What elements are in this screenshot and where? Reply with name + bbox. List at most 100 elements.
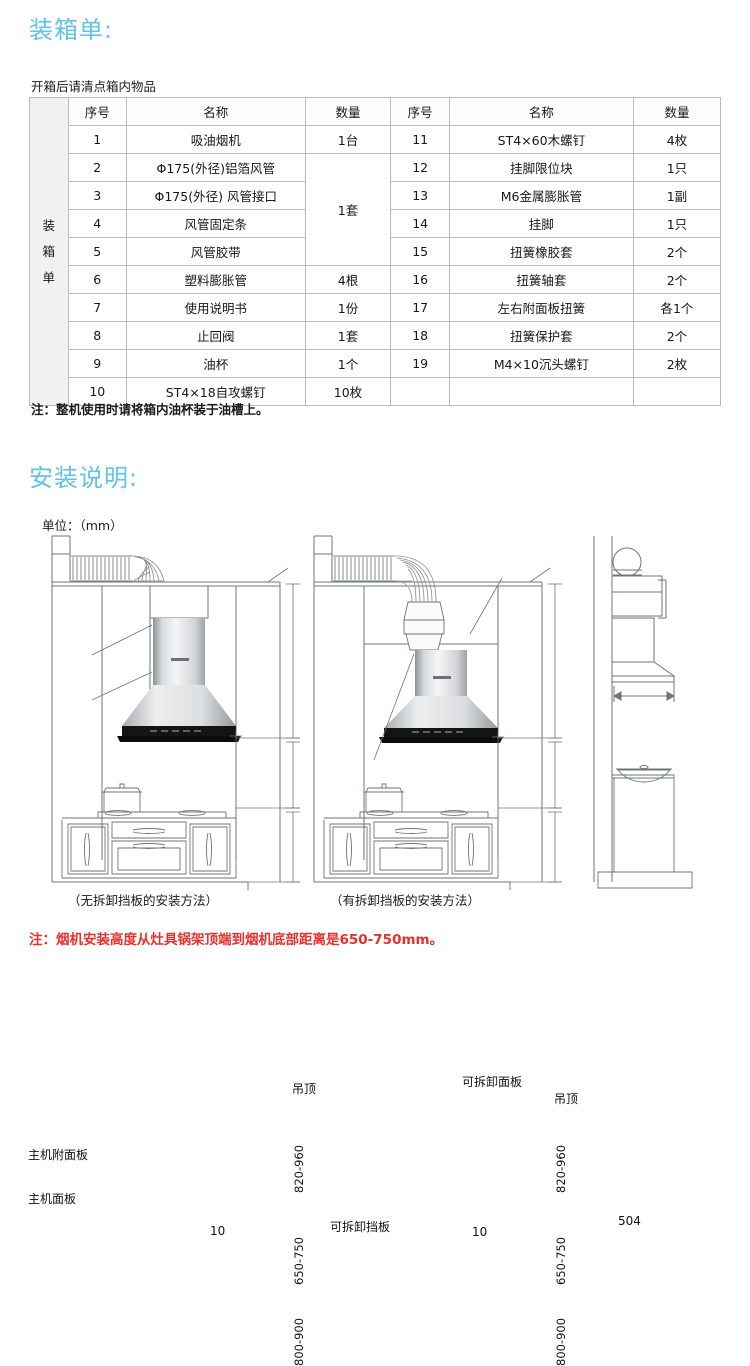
cell-name-2: M4×10沉头螺钉 — [448, 349, 634, 378]
cell-no-2: 14 — [390, 209, 450, 238]
packing-note-prefix: 注： — [31, 402, 57, 417]
dim-top-mid: 820-960 — [554, 1144, 568, 1193]
cell-name: 风管胶带 — [125, 237, 306, 266]
dim-mid-left: 650-750 — [292, 1236, 306, 1285]
diagram-with-removable-baffle — [313, 535, 562, 890]
cell-qty: 10枚 — [304, 377, 392, 406]
cell-qty: 4根 — [304, 265, 392, 294]
cell-no: 10 — [67, 377, 127, 406]
cell-qty-2: 各1个 — [632, 293, 722, 322]
cell-no-2 — [390, 377, 450, 406]
cell-name-2: 挂脚 — [448, 209, 634, 238]
cell-qty: 1个 — [304, 349, 392, 378]
cell-name: Φ175(外径) 风管接口 — [125, 181, 306, 210]
cell-no-2: 11 — [390, 125, 450, 154]
side-caption-char-2: 单 — [42, 269, 56, 285]
packing-note-body: 整机使用时请将箱内油杯装于油槽上。 — [56, 402, 269, 417]
cell-qty: 1台 — [304, 125, 392, 154]
page-title-install-guide: 安装说明: — [29, 464, 139, 492]
label-side-panel-left: 主机附面板 — [28, 1148, 89, 1162]
cell-qty-2 — [632, 377, 722, 406]
packing-note: 注：整机使用时请将箱内油杯装于油槽上。 — [31, 399, 269, 418]
cell-qty: 1套 — [304, 321, 392, 350]
cell-no-2: 15 — [390, 237, 450, 266]
label-main-panel-left: 主机面板 — [28, 1192, 77, 1206]
cell-no: 4 — [67, 209, 127, 238]
cell-no-2: 17 — [390, 293, 450, 322]
cell-no-2: 18 — [390, 321, 450, 350]
cell-no-2: 19 — [390, 349, 450, 378]
caption-diagram-left: （无拆卸挡板的安装方法） — [68, 893, 219, 908]
cell-qty-2: 2个 — [632, 237, 722, 266]
cell-name-2: 扭簧橡胶套 — [448, 237, 634, 266]
label-removable-panel-mid: 可拆卸面板 — [462, 1075, 523, 1089]
cell-qty-merged: 1套 — [304, 153, 392, 266]
cell-name: 油杯 — [125, 349, 306, 378]
side-caption-char-1: 箱 — [42, 243, 56, 259]
cell-no: 6 — [67, 265, 127, 294]
cell-no-2: 13 — [390, 181, 450, 210]
unit-label: 单位：（mm） — [42, 518, 123, 533]
cell-name: Φ175(外径)铝箔风管 — [125, 153, 306, 182]
cell-name: 吸油烟机 — [125, 125, 306, 154]
packing-hint: 开箱后请清点箱内物品 — [31, 79, 157, 94]
col-header-no: 序号 — [67, 97, 127, 126]
cell-name-2: 挂脚限位块 — [448, 153, 634, 182]
cell-qty: 1份 — [304, 293, 392, 322]
cell-qty-2: 1只 — [632, 153, 722, 182]
cell-qty-2: 1副 — [632, 181, 722, 210]
cell-name-2 — [448, 377, 634, 406]
col-header-qty-2: 数量 — [632, 97, 722, 126]
dim-top-left: 820-960 — [292, 1144, 306, 1193]
label-clearance-mid: 10 — [472, 1225, 488, 1239]
cell-qty-2: 4枚 — [632, 125, 722, 154]
diagram-side-view — [593, 536, 693, 889]
cell-name: 塑料膨胀管 — [125, 265, 306, 294]
cell-qty-2: 2枚 — [632, 349, 722, 378]
install-diagrams: 吊顶 主机附面板 主机面板 10 820-960 650-750 800-900 — [0, 528, 750, 1366]
col-header-name-2: 名称 — [448, 97, 634, 126]
cell-name-2: ST4×60木螺钉 — [448, 125, 634, 154]
cell-no: 5 — [67, 237, 127, 266]
label-clearance-left: 10 — [210, 1224, 226, 1238]
dim-depth-right: 504 — [618, 1214, 641, 1228]
cell-no-2: 12 — [390, 153, 450, 182]
diagram-no-removable-baffle — [51, 535, 300, 890]
page-title-packing-list: 装箱单: — [29, 16, 114, 44]
dim-bottom-mid: 800-900 — [554, 1317, 568, 1366]
col-header-no-2: 序号 — [390, 97, 450, 126]
label-ceiling-left: 吊顶 — [292, 1082, 317, 1096]
cell-no: 8 — [67, 321, 127, 350]
cell-name-2: M6金属膨胀管 — [448, 181, 634, 210]
side-caption-char-0: 装 — [42, 217, 56, 233]
cell-no-2: 16 — [390, 265, 450, 294]
cell-no: 2 — [67, 153, 127, 182]
col-header-name: 名称 — [125, 97, 306, 126]
cell-name: 使用说明书 — [125, 293, 306, 322]
cell-no: 9 — [67, 349, 127, 378]
cell-name-2: 左右附面板扭簧 — [448, 293, 634, 322]
cell-no: 7 — [67, 293, 127, 322]
cell-name-2: 扭簧保护套 — [448, 321, 634, 350]
cell-name: ST4×18自攻螺钉 — [125, 377, 306, 406]
cell-name: 风管固定条 — [125, 209, 306, 238]
dim-bottom-left: 800-900 — [292, 1317, 306, 1366]
label-ceiling-mid: 吊顶 — [554, 1092, 579, 1106]
caption-diagram-mid: （有拆卸挡板的安装方法） — [330, 893, 481, 908]
cell-qty-2: 2个 — [632, 265, 722, 294]
label-removable-baffle-mid: 可拆卸挡板 — [330, 1220, 391, 1234]
cell-qty-2: 2个 — [632, 321, 722, 350]
packing-side-caption: 装箱单 — [29, 97, 69, 406]
table-header-row: 装箱单序号名称数量序号名称数量 — [29, 97, 722, 406]
